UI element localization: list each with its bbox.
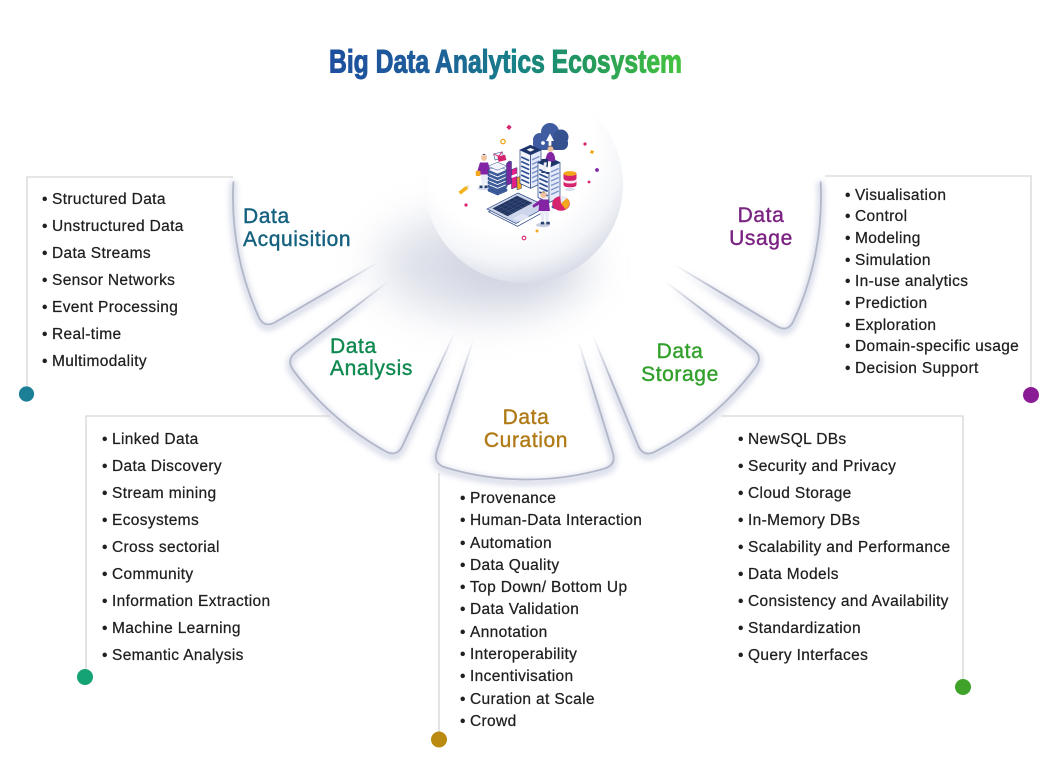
svg-text:Big Data Analytics Ecosystem: Big Data Analytics Ecosystem [329,43,682,79]
